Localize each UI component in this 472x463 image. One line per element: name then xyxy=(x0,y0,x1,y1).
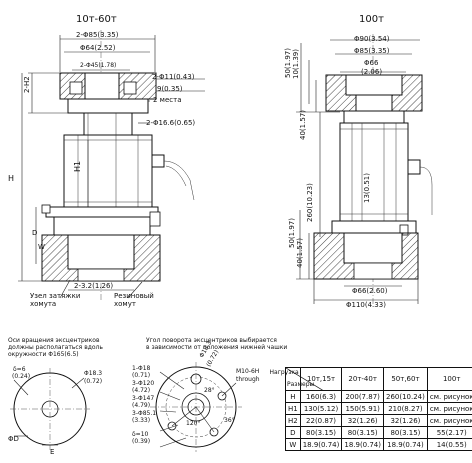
dim-delta6: δ=6 xyxy=(13,366,26,373)
dim-phi110: Φ110(4.33) xyxy=(346,301,386,309)
note-rotation-angle: Угол поворота эксцентриков выбирается в … xyxy=(146,337,288,352)
table-row: H 160(6.3) 200(7.87) 260(10.24) см. рису… xyxy=(285,390,472,403)
table-cell: см. рисунок xyxy=(426,390,472,403)
table-cell: 80(3.15) xyxy=(383,426,428,439)
table-cell: 160(6.3) xyxy=(299,390,343,403)
dim-phi66-bottom: Φ66(2.60) xyxy=(352,287,388,295)
dim-phi18-left: Φ18.3 xyxy=(84,370,103,377)
table-header-cell: 20т-40т xyxy=(341,367,384,391)
table-cell: 32(1.26) xyxy=(383,414,428,427)
dim-phi66-top-inch: (2.06) xyxy=(361,68,383,76)
dim-phi-d: ΦD xyxy=(8,435,19,443)
table-cell: 260(10.24) xyxy=(383,390,428,403)
table-cell: 200(7.87) xyxy=(341,390,384,403)
dim-2-phi16: 2-Φ16.6(0.65) xyxy=(146,119,196,127)
dim-w: W xyxy=(38,243,45,251)
corner-load-label: Нагрузка xyxy=(269,369,299,376)
dim-phi64: Φ64(2.52) xyxy=(80,44,116,52)
right-sensor-drawing xyxy=(296,34,433,305)
dim-h1: H1 xyxy=(73,160,82,172)
dim-3-phi147-inch: (4.79) xyxy=(132,402,151,409)
dim-13: 13(0.51) xyxy=(363,173,371,203)
table-cell: 14(0.55) xyxy=(426,438,472,451)
table-cell: 210(8.27) xyxy=(383,402,428,415)
table-cell: 130(5.12) xyxy=(299,402,343,415)
dim-h: H xyxy=(8,174,15,183)
dim-3-phi147: 3-Φ147 xyxy=(132,395,155,402)
row-name: H2 xyxy=(285,414,301,427)
label-clamp-knot: Узел затяжки хомута xyxy=(30,292,81,309)
eccentric-plate-face xyxy=(150,362,242,452)
row-name: H xyxy=(285,390,301,403)
dim-1-phi18-inch: (0.71) xyxy=(132,372,151,379)
table-cell: 18.9(0.74) xyxy=(383,438,428,451)
dim-e: E xyxy=(50,448,55,456)
table-header-row: Нагрузка Размеры 10т,15т 20т-40т 50т,60т… xyxy=(270,367,472,391)
dim-50-top: 50(1.97) xyxy=(284,48,292,78)
table-cell: 80(3.15) xyxy=(341,426,384,439)
table-cell: 32(1.26) xyxy=(341,414,384,427)
dim-delta6-inch: (0.24) xyxy=(12,373,31,380)
corner-diagonal xyxy=(286,368,324,391)
note-eccentric-axes: Оси вращения эксцентриков должны распола… xyxy=(8,337,103,359)
dim-40-bottom: 40(1.57) xyxy=(296,238,304,268)
dim-delta10: δ=10 xyxy=(132,431,149,438)
row-name: D xyxy=(285,426,301,439)
dim-phi66-top: Φ66 xyxy=(364,59,379,67)
dim-two-places: 2 места xyxy=(153,96,182,104)
table-row: W 18.9(0.74) 18.9(0.74) 18.9(0.74) 14(0.… xyxy=(285,438,472,451)
dim-phi85: Φ85(3.35) xyxy=(354,47,390,55)
eccentric-cup-face xyxy=(10,368,90,450)
table-cell: см. рисунок xyxy=(426,414,472,427)
dim-3-phi85: 3-Φ85.1 xyxy=(132,410,157,417)
dim-m10: M10-6H xyxy=(236,368,260,375)
angle-120: 120° xyxy=(186,420,201,427)
dim-3-phi85-inch: (3.33) xyxy=(132,417,151,424)
dim-2-phi11: 2-Φ11(0.43) xyxy=(152,73,195,81)
dim-1-phi18: 1-Φ18 xyxy=(132,365,151,372)
left-sensor-drawing xyxy=(18,30,205,300)
dim-9: 9(0.35) xyxy=(157,85,183,93)
dim-through: through xyxy=(236,376,260,383)
table-row: H1 130(5.12) 150(5.91) 210(8.27) см. рис… xyxy=(285,402,472,415)
right-view-title: 100т xyxy=(359,14,384,25)
dim-2-phi85: 2-Φ85(3.35) xyxy=(76,31,119,39)
dim-d: D xyxy=(32,229,38,237)
table-cell: 150(5.91) xyxy=(341,402,384,415)
table-cell: 80(3.15) xyxy=(299,426,343,439)
table-cell: 22(0.87) xyxy=(299,414,343,427)
table-cell: 55(2.17) xyxy=(426,426,472,439)
dim-10: 10(1.39) xyxy=(292,49,300,79)
dim-phi90: Φ90(3.54) xyxy=(354,35,390,43)
table-cell: 18.9(0.74) xyxy=(341,438,384,451)
dimensions-table: Нагрузка Размеры 10т,15т 20т-40т 50т,60т… xyxy=(270,367,472,451)
corner-size-label: Размеры xyxy=(287,381,315,388)
left-view-title: 10т-60т xyxy=(76,14,117,25)
label-rubber-clamp: Резиновый хомут xyxy=(114,292,154,309)
angle-28: 28° xyxy=(204,387,215,394)
table-header-cell: 50т,60т xyxy=(383,367,428,391)
table-row: H2 22(0.87) 32(1.26) 32(1.26) см. рисуно… xyxy=(285,414,472,427)
dim-3-phi120: 3-Φ120 xyxy=(132,380,155,387)
dim-2-phi45: 2-Φ45(1.78) xyxy=(80,62,117,69)
table-cell: см. рисунок xyxy=(426,402,472,415)
table-row: D 80(3.15) 80(3.15) 80(3.15) 55(2.17) xyxy=(285,426,472,439)
table-header-cell: 10т,15т xyxy=(299,367,343,391)
dim-260: 260(10.23) xyxy=(306,183,314,222)
angle-36: 36° xyxy=(224,417,235,424)
dim-50-bottom: 50(1.97) xyxy=(288,218,296,248)
dim-phi18-left-inch: (0.72) xyxy=(84,378,103,385)
table-cell: 18.9(0.74) xyxy=(299,438,343,451)
row-name: H1 xyxy=(285,402,301,415)
table-header-cell: 100т xyxy=(426,367,472,391)
dim-gap: 2-3.2(1.26) xyxy=(74,282,114,290)
dim-delta10-inch: (0.39) xyxy=(132,438,151,445)
dim-40-top: 40(1.57) xyxy=(299,110,307,140)
row-name: W xyxy=(285,438,301,451)
dim-3-phi120-inch: (4.72) xyxy=(132,387,151,394)
table-corner: Нагрузка Размеры xyxy=(270,367,324,391)
dim-2-h2: 2-H2 xyxy=(23,76,31,93)
